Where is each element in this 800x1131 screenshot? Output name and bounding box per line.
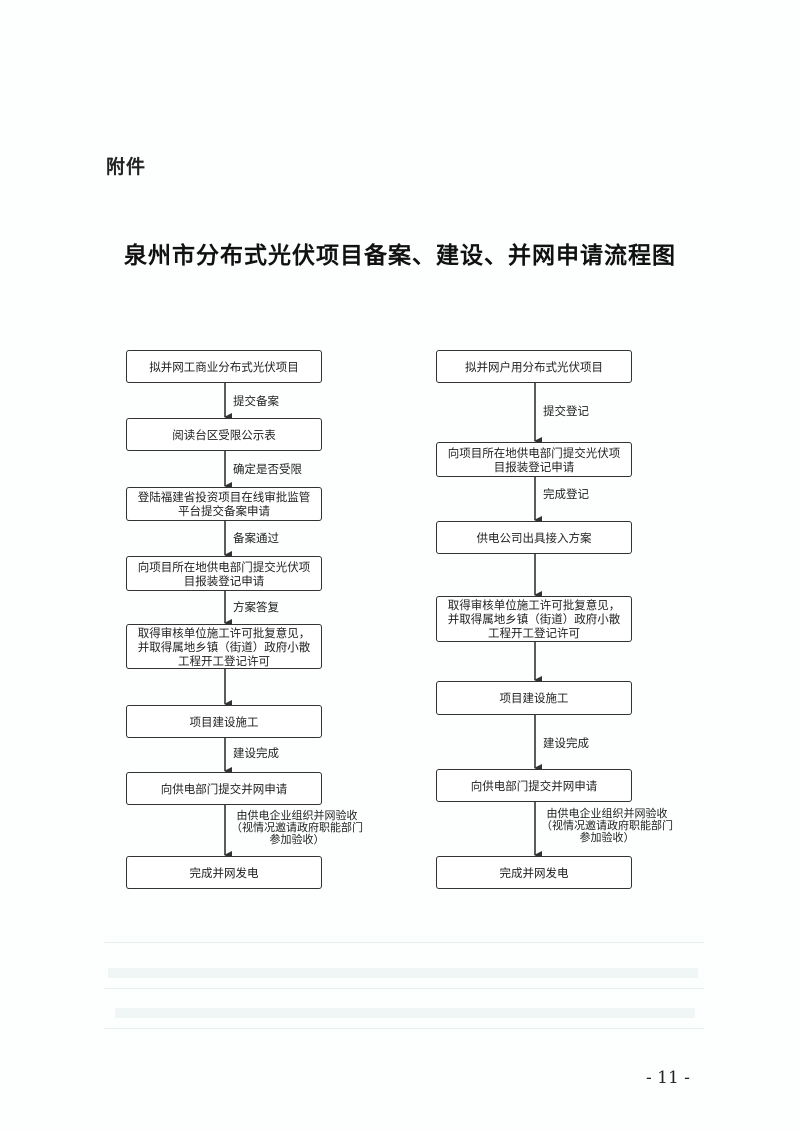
left-step-3: 登陆福建省投资项目在线审批监管平台提交备案申请 (126, 487, 322, 521)
bleed-through-line (104, 1028, 704, 1029)
page-title: 泉州市分布式光伏项目备案、建设、并网申请流程图 (124, 243, 676, 269)
right-transition-4: 由供电企业组织并网验收（视情况邀请政府职能部门参加验收） (541, 807, 673, 844)
right-transition-3: 建设完成 (543, 736, 589, 750)
right-step-6: 向供电部门提交并网申请 (436, 769, 632, 802)
left-step-4: 向项目所在地供电部门提交光伏项目报装登记申请 (126, 556, 322, 591)
left-transition-2: 确定是否受限 (233, 462, 302, 476)
right-transition-1: 提交登记 (543, 404, 589, 418)
right-transition-2: 完成登记 (543, 487, 589, 501)
left-step-5: 取得审核单位施工许可批复意见，并取得属地乡镇（街道）政府小散工程开工登记许可 (126, 624, 322, 669)
left-transition-6: 由供电企业组织并网验收（视情况邀请政府职能部门参加验收） (231, 809, 363, 846)
left-step-2: 阅读台区受限公示表 (126, 418, 322, 451)
right-step-3: 供电公司出具接入方案 (436, 521, 632, 554)
right-step-7: 完成并网发电 (436, 856, 632, 889)
left-step-7: 向供电部门提交并网申请 (126, 772, 322, 805)
bleed-through-line (104, 988, 704, 989)
page-number: - 11 - (646, 1068, 690, 1088)
right-step-1: 拟并网户用分布式光伏项目 (436, 350, 632, 383)
left-step-1: 拟并网工商业分布式光伏项目 (126, 350, 322, 383)
right-step-2: 向项目所在地供电部门提交光伏项目报装登记申请 (436, 442, 632, 477)
left-transition-3: 备案通过 (233, 531, 279, 545)
bleed-through-text (108, 968, 698, 978)
left-transition-4: 方案答复 (233, 600, 279, 614)
left-transition-1: 提交备案 (233, 394, 279, 408)
left-step-6: 项目建设施工 (126, 705, 322, 738)
bleed-through-line (104, 942, 704, 943)
attachment-label: 附件 (106, 156, 147, 178)
right-step-5: 项目建设施工 (436, 681, 632, 715)
right-step-4: 取得审核单位施工许可批复意见，并取得属地乡镇（街道）政府小散工程开工登记许可 (436, 596, 632, 642)
left-step-8: 完成并网发电 (126, 856, 322, 889)
bleed-through-text (115, 1008, 695, 1018)
left-transition-5: 建设完成 (233, 746, 279, 760)
